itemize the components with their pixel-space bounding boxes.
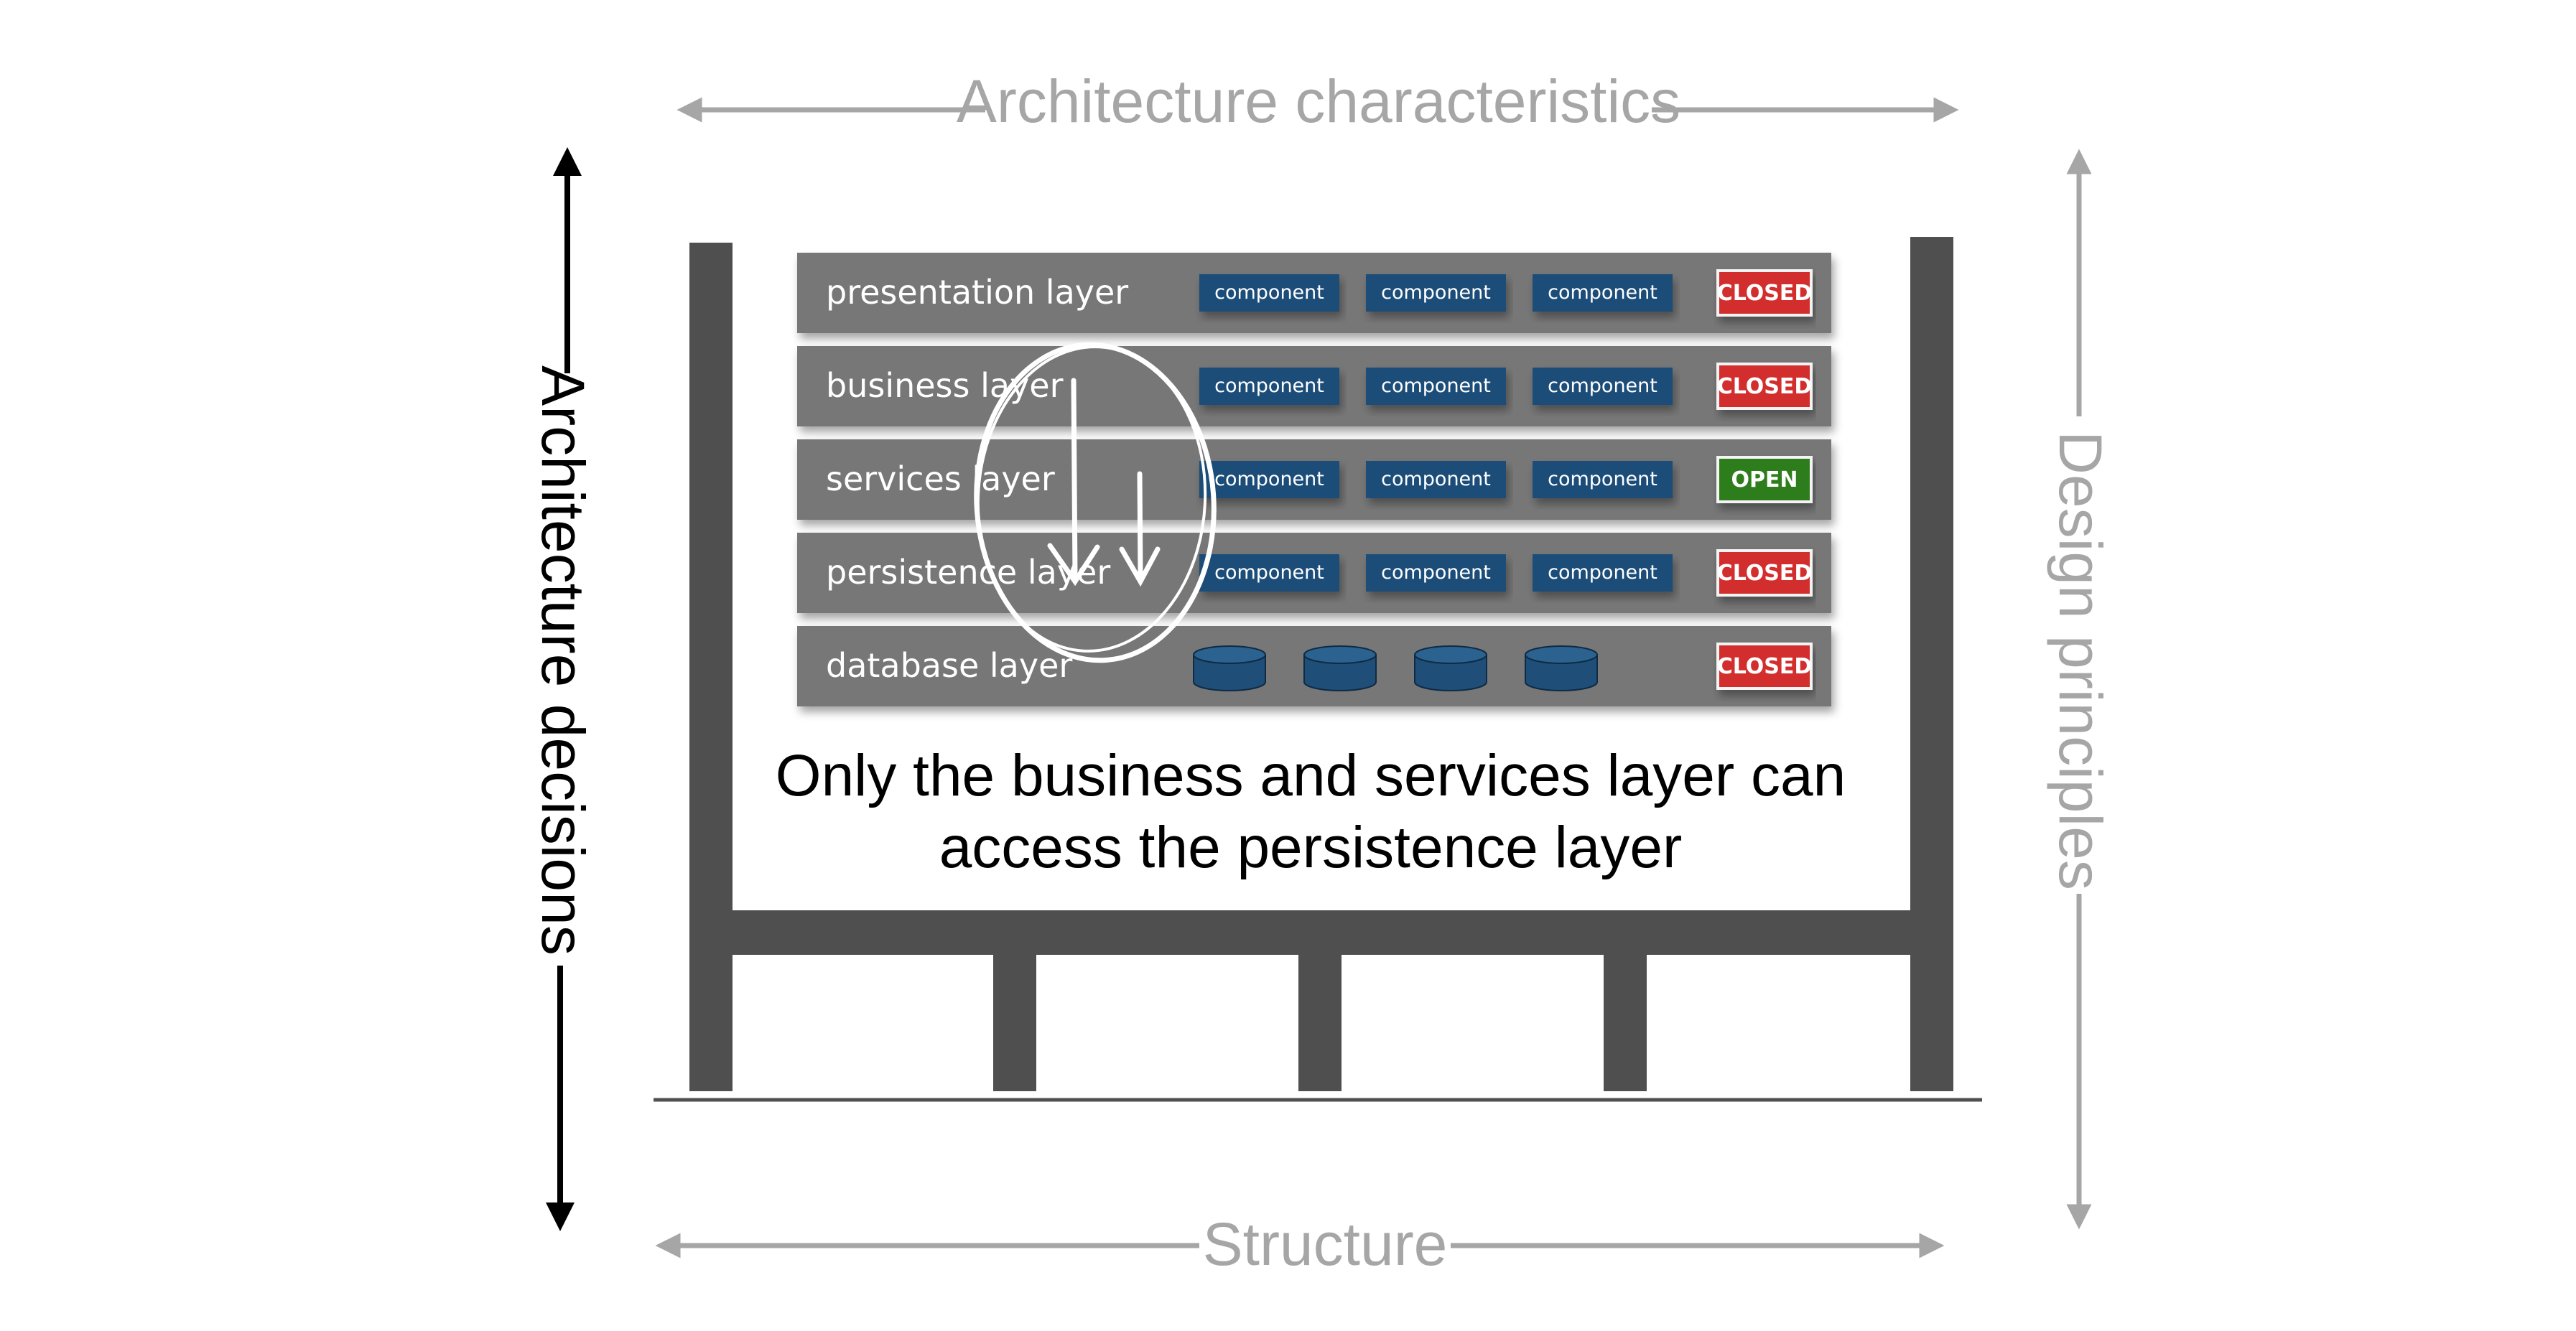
component-label: component <box>1381 375 1491 397</box>
database-body <box>1525 654 1598 691</box>
layer-stack: presentation layer component component comp… <box>797 253 1831 706</box>
database-body <box>1414 654 1487 691</box>
database-icon <box>1414 645 1487 691</box>
component-label: component <box>1214 281 1324 304</box>
left-axis: Architecture decisions <box>529 147 597 1231</box>
bottom-axis-label: Structure <box>1203 1210 1448 1278</box>
layer-name: services layer <box>826 459 1055 498</box>
database-top <box>1193 645 1266 664</box>
component-box <box>1533 554 1673 592</box>
sketch-arrow-short <box>1119 471 1161 587</box>
database-top <box>1303 645 1377 664</box>
layer-name: presentation layer <box>826 273 1128 312</box>
component-box <box>1533 461 1673 498</box>
closed-badge <box>1716 363 1813 410</box>
component-box <box>1366 274 1506 312</box>
component-label: component <box>1214 468 1324 490</box>
layer-database-layer: database layer CLOSED <box>797 626 1831 706</box>
caption-line-1: Only the business and services layer can <box>776 743 1846 808</box>
top-axis: Architecture characteristics <box>676 67 1959 135</box>
bottom-axis: Structure <box>655 1210 1945 1278</box>
open-badge <box>1716 456 1813 503</box>
status-badge-label: CLOSED <box>1717 374 1813 399</box>
component-box <box>1366 368 1506 405</box>
database-top <box>1525 645 1598 664</box>
sketch-circle-overlap <box>976 345 1207 653</box>
component-box <box>1366 554 1506 592</box>
component-label: component <box>1548 281 1657 304</box>
component-box <box>1199 274 1339 312</box>
right-axis: Design principles <box>2047 149 2114 1230</box>
caption-line-2: access the persistence layer <box>939 815 1683 880</box>
layer-services-layer: services layer component component componen… <box>797 439 1831 520</box>
status-badge-label: CLOSED <box>1717 281 1813 306</box>
database-icon <box>1193 645 1266 691</box>
sketch-annotation <box>974 342 1217 663</box>
top-axis-label: Architecture characteristics <box>957 67 1680 135</box>
component-box <box>1533 368 1673 405</box>
database-top <box>1414 645 1487 664</box>
database-icon <box>1303 645 1377 691</box>
status-badge-label: CLOSED <box>1717 654 1813 679</box>
layer-presentation-layer: presentation layer component component comp… <box>797 253 1831 333</box>
component-label: component <box>1548 468 1657 490</box>
component-label: component <box>1214 375 1324 397</box>
frame-leg-2 <box>1298 933 1342 1091</box>
status-badge-label: CLOSED <box>1717 561 1813 586</box>
frame-leg-1 <box>993 933 1036 1091</box>
status-badge-label: OPEN <box>1731 467 1798 492</box>
right-axis-label: Design principles <box>2047 431 2114 890</box>
component-label: component <box>1214 561 1324 584</box>
component-label: component <box>1548 375 1657 397</box>
component-label: component <box>1381 561 1491 584</box>
component-box <box>1199 461 1339 498</box>
component-box <box>1199 368 1339 405</box>
component-box <box>1366 461 1506 498</box>
caption: Only the business and services layer can… <box>776 743 1846 880</box>
database-body <box>1193 654 1266 691</box>
component-box <box>1199 554 1339 592</box>
sketch-arrow-long <box>1047 378 1100 587</box>
component-label: component <box>1381 468 1491 490</box>
frame-right-pillar <box>1910 237 1953 1091</box>
frame-left-pillar <box>689 243 733 1091</box>
database-icon <box>1525 645 1598 691</box>
layer-persistence-layer: persistence layer component component compo… <box>797 533 1831 613</box>
layer-name: persistence layer <box>826 553 1110 592</box>
closed-badge <box>1716 643 1813 690</box>
component-label: component <box>1548 561 1657 584</box>
component-label: component <box>1381 281 1491 304</box>
closed-badge <box>1716 269 1813 317</box>
database-body <box>1303 654 1377 691</box>
component-box <box>1533 274 1673 312</box>
left-axis-label: Architecture decisions <box>529 365 597 956</box>
frame-leg-3 <box>1604 933 1647 1091</box>
closed-badge <box>1716 549 1813 597</box>
building-frame <box>654 237 1982 1102</box>
layer-name: database layer <box>826 646 1072 685</box>
